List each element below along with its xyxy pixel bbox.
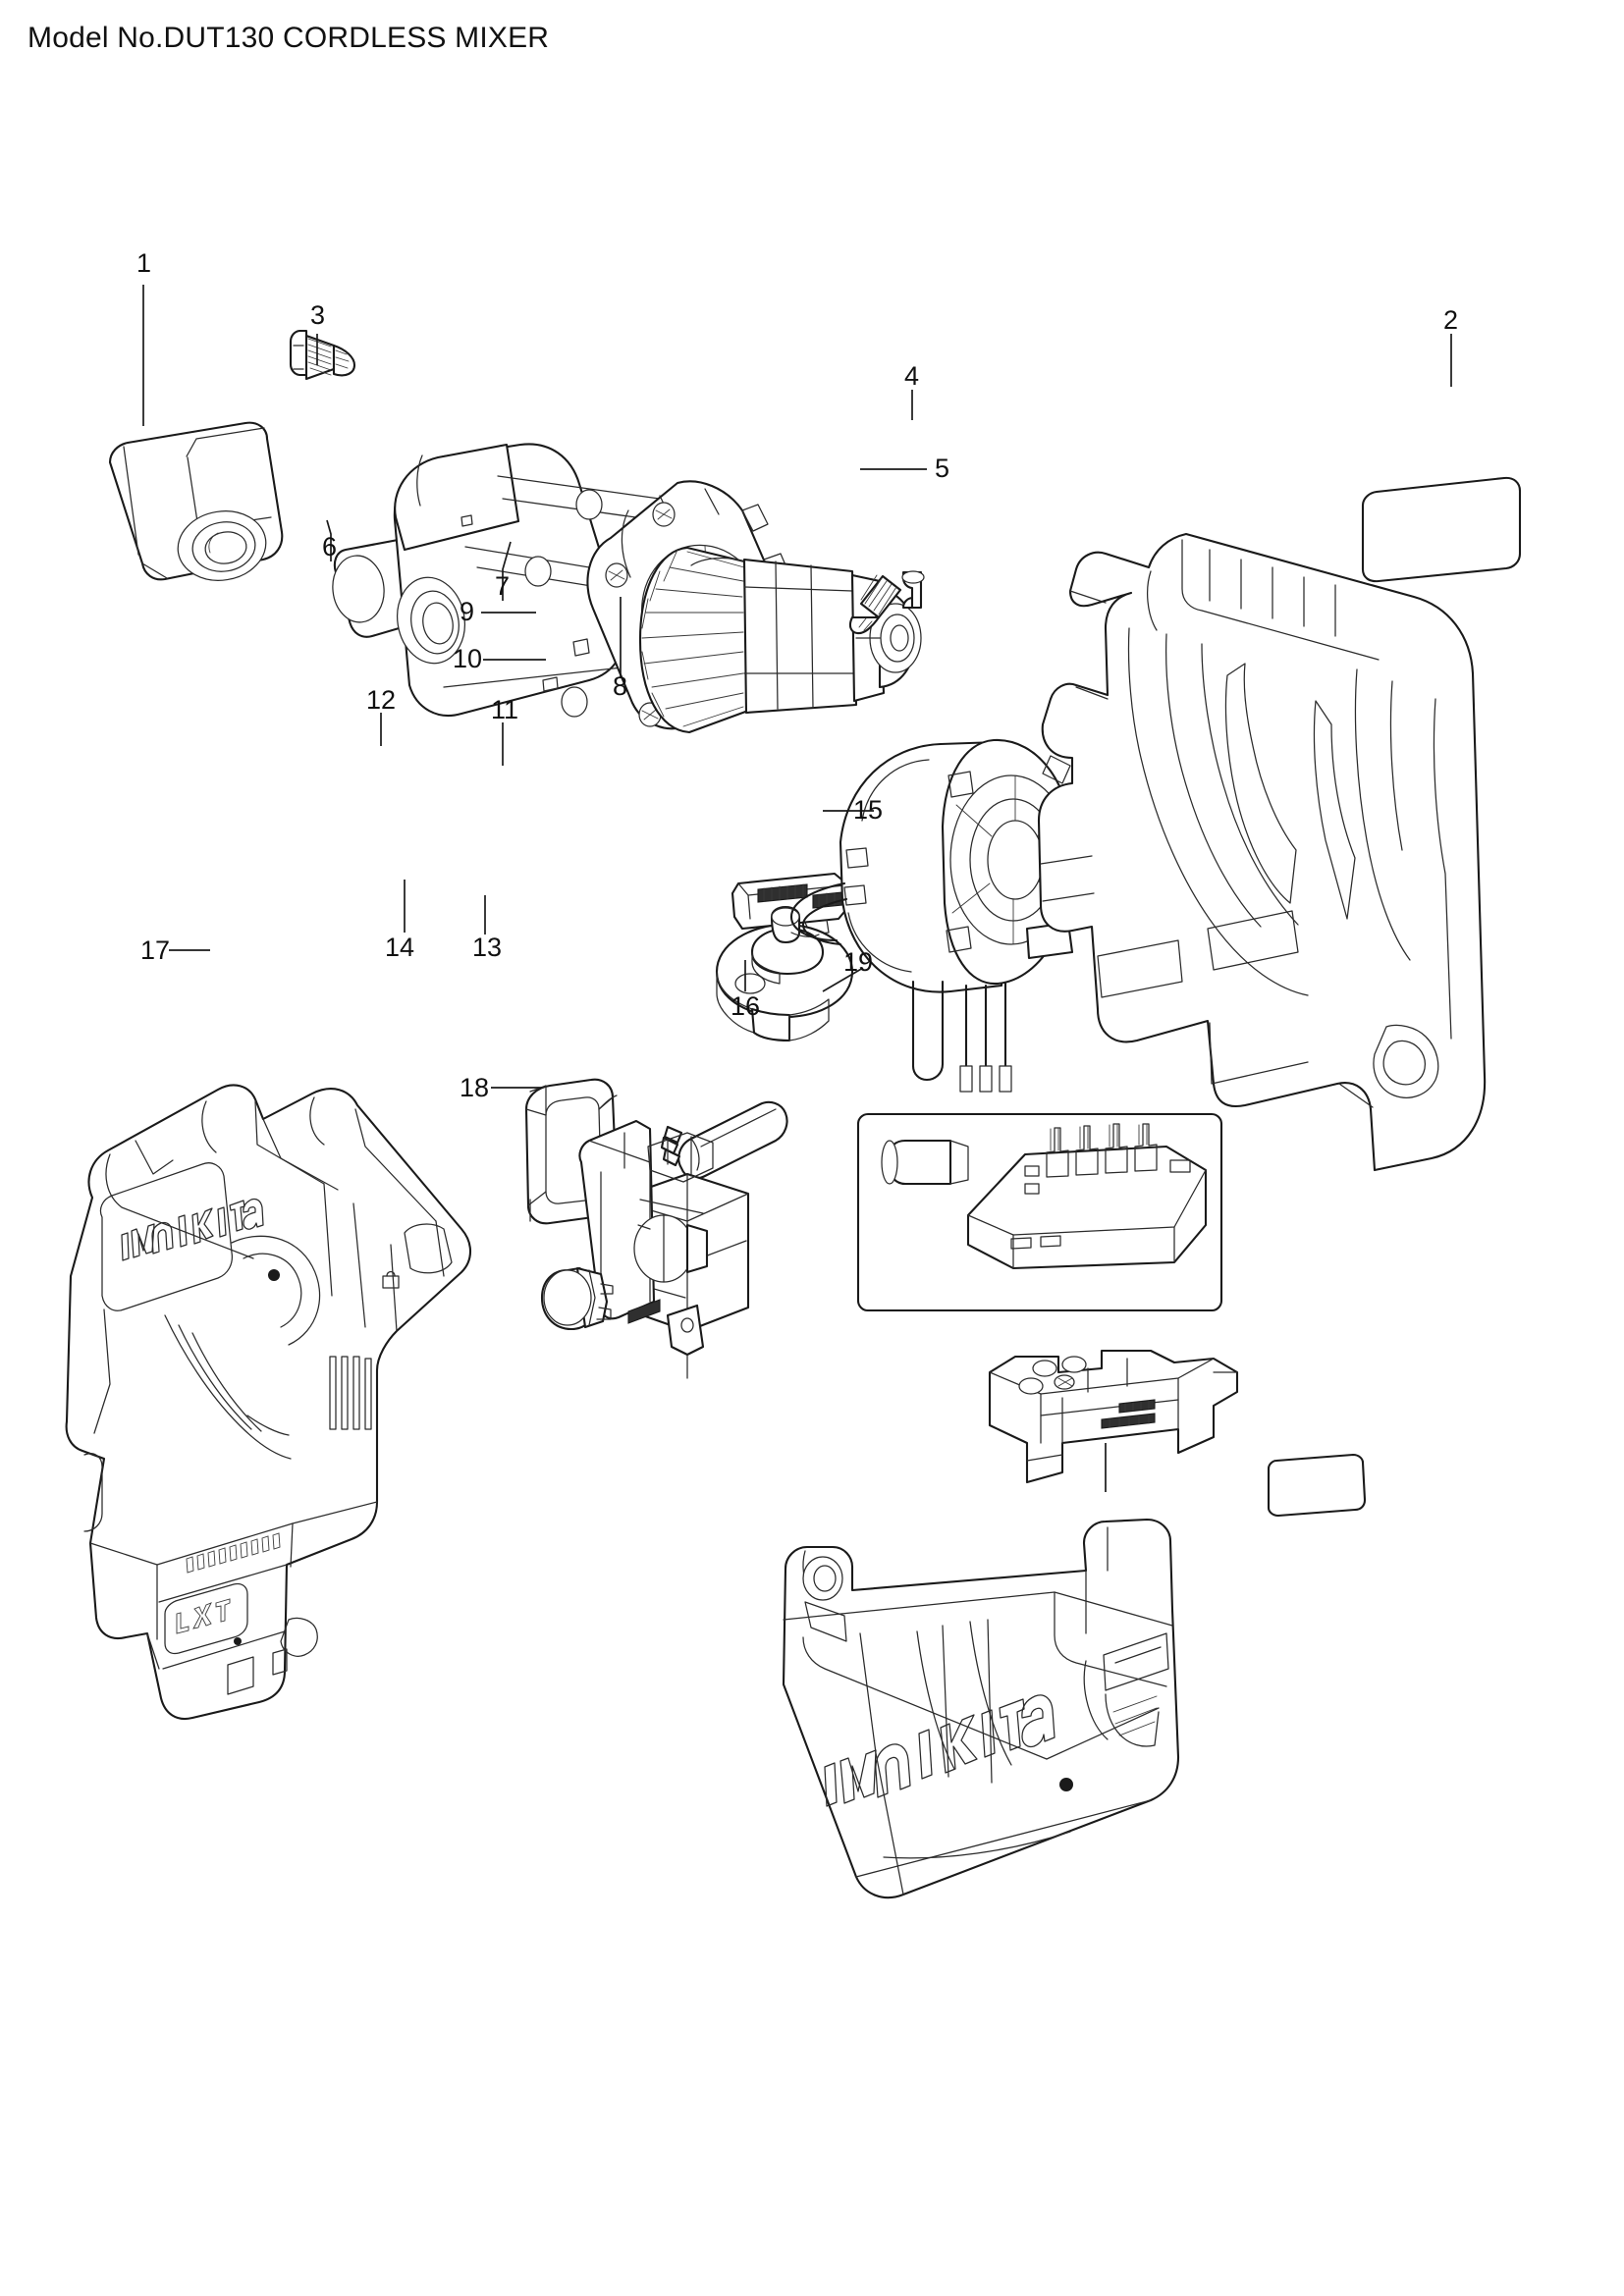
part-14-push-button-illustration [540,1266,614,1331]
part-2-name-plate-illustration [1361,476,1522,583]
part-19-caution-label-illustration [1267,1453,1367,1518]
part-13-switch-assembly-illustration [578,1119,750,1379]
part-16-terminal-block-illustration [988,1349,1239,1492]
part-18-battery-case-illustration [782,1518,1180,1899]
callout-13: 13 [472,933,503,962]
callout-2: 2 [1443,305,1459,335]
part-11-switch-lever-illustration [660,1100,788,1180]
callout-18: 18 [460,1073,490,1102]
callout-6: 6 [322,532,338,561]
part-1-sleeve-illustration [108,421,284,581]
callout-16: 16 [731,991,761,1021]
page-title: Model No.DUT130 CORDLESS MIXER [27,22,550,54]
callout-11: 11 [491,695,519,724]
part-17-tool-body-illustration [65,1084,472,1720]
callout-3: 3 [310,300,326,330]
brushless-emboss [186,1532,281,1574]
leader-lines [142,285,1452,1089]
callout-14: 14 [385,933,415,962]
part-9-sensor-board-illustration [731,872,850,939]
callout-5: 5 [935,454,950,483]
callout-15: 15 [853,795,884,825]
part-7-rotor-illustration [638,546,922,734]
part-15-controller-illustration [856,1112,1223,1312]
callout-9: 9 [460,597,475,626]
part-4-screw-illustration [848,570,925,635]
makita-logo-embossed [121,1198,264,1261]
callout-10: 10 [453,644,483,673]
callout-7: 7 [495,571,511,601]
part-5-motor-housing-illustration [1037,532,1487,1172]
callout-17: 17 [140,935,171,965]
lxt-emboss [176,1598,231,1634]
callout-4: 4 [904,361,920,391]
part-3-screw-illustration [289,329,356,381]
callout-19: 19 [843,947,874,977]
part-10-insulation-cap-illustration [715,905,854,1042]
callout-1: 1 [136,248,152,278]
callout-12: 12 [366,685,397,715]
callout-8: 8 [613,671,628,701]
makita-logo-case [824,1694,1056,1807]
